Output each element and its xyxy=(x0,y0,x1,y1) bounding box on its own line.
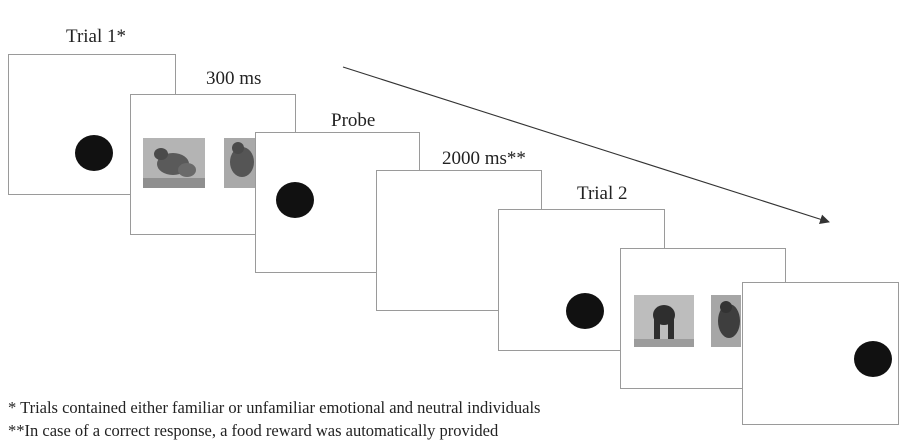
probe-dot xyxy=(854,341,892,377)
label-trial-1: Trial 1* xyxy=(66,26,127,47)
screen-trial2-probe xyxy=(742,282,899,425)
fixation-dot xyxy=(75,135,113,171)
label-2000-ms: 2000 ms** xyxy=(442,148,526,169)
chimpanzee-photo-right xyxy=(224,138,256,188)
label-trial-2: Trial 2 xyxy=(577,183,628,204)
footnote-trials: * Trials contained either familiar or un… xyxy=(8,398,541,417)
chimpanzee-photo-left xyxy=(143,138,205,188)
screen-trial2-stimuli xyxy=(620,248,786,389)
chimpanzee-photo-left xyxy=(634,295,694,347)
label-probe: Probe xyxy=(331,110,376,131)
probe-dot xyxy=(276,182,314,218)
chimpanzee-photo-right xyxy=(711,295,741,347)
fixation-dot xyxy=(566,293,604,329)
label-300-ms: 300 ms xyxy=(206,68,262,89)
footnote-reward: **In case of a correct response, a food … xyxy=(8,421,499,440)
